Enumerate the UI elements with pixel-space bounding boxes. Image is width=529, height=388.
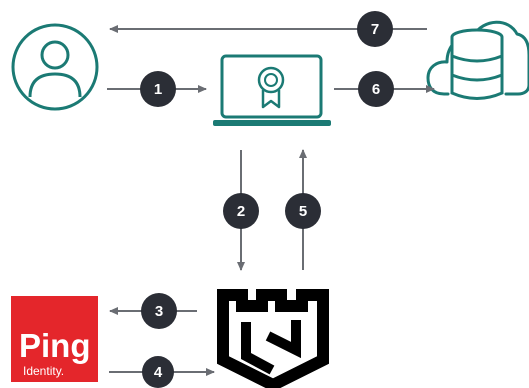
step-badge-4-label: 4 — [154, 364, 163, 381]
laptop-certificate-icon — [213, 54, 331, 126]
shield-guard-logo — [217, 289, 329, 388]
step-badge-6: 6 — [358, 71, 394, 107]
step-badge-7-label: 7 — [371, 21, 379, 38]
step-badge-5-label: 5 — [299, 203, 307, 220]
step-badge-5: 5 — [285, 193, 321, 229]
ping-logo-word: Ping — [19, 327, 91, 364]
cloud-database-icon — [426, 20, 529, 100]
step-badge-3-label: 3 — [155, 303, 163, 320]
step-badge-1-label: 1 — [154, 81, 162, 98]
ping-logo-sub: Identity. — [23, 364, 64, 378]
step-badge-6-label: 6 — [372, 81, 380, 98]
step-badge-2: 2 — [223, 193, 259, 229]
step-badge-2-label: 2 — [237, 203, 245, 220]
step-badge-4: 4 — [142, 356, 174, 388]
user-circle-icon — [11, 23, 99, 111]
step-badge-7: 7 — [357, 11, 393, 47]
step-badge-3: 3 — [141, 293, 177, 329]
step-badge-1: 1 — [140, 71, 176, 107]
ping-identity-logo: Ping Identity. — [11, 296, 98, 382]
